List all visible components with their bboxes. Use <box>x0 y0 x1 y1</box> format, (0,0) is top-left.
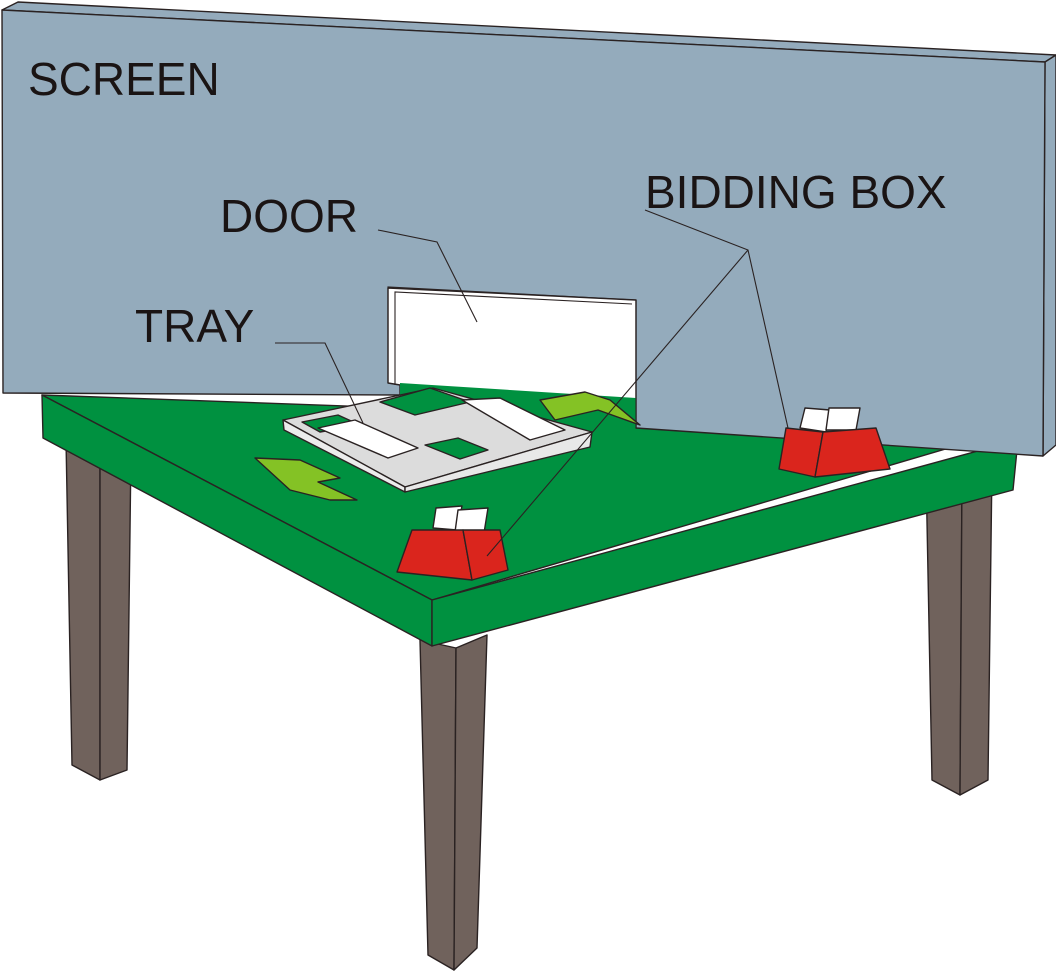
leg-face-left <box>65 439 101 781</box>
leg-face-right <box>959 464 993 796</box>
label-screen: SCREEN <box>28 53 220 105</box>
label-door: DOOR <box>220 190 358 242</box>
bidding-card <box>799 407 831 433</box>
leg-face-right <box>99 449 132 781</box>
bidding-box-back <box>778 407 891 478</box>
arrow-marker-right <box>539 391 641 426</box>
table-edge-right <box>431 439 1019 647</box>
leader-line-bidding-box-front <box>486 249 749 557</box>
label-tray: TRAY <box>135 300 254 352</box>
tray-card-area <box>461 397 566 441</box>
bidding-box-front <box>396 505 509 581</box>
bidding-card <box>454 507 489 534</box>
table-leg-back-left <box>65 439 132 781</box>
tray-slot <box>424 437 489 460</box>
tray-card-area <box>317 419 419 459</box>
leg-face-left <box>925 469 963 796</box>
arrow-marker-left <box>254 457 358 501</box>
label-bidding-box: BIDDING BOX <box>645 166 947 218</box>
door-frame-outer <box>387 286 637 428</box>
table-top <box>41 394 1019 647</box>
leader-line-tray <box>275 342 364 424</box>
bidding-box-right-face <box>814 427 891 478</box>
door-frame-inner <box>394 291 633 385</box>
leg-face-right <box>453 634 488 971</box>
table-leg-back-right <box>925 464 993 796</box>
screen: SCREEN <box>1 1 1056 457</box>
tray <box>282 387 593 493</box>
leg-face-left <box>419 639 457 971</box>
tray-side-right <box>404 431 593 493</box>
bidding-card <box>825 407 861 431</box>
table-leg-front <box>419 634 488 971</box>
bidding-box-right-face <box>462 529 509 581</box>
leader-line-door <box>377 229 478 323</box>
